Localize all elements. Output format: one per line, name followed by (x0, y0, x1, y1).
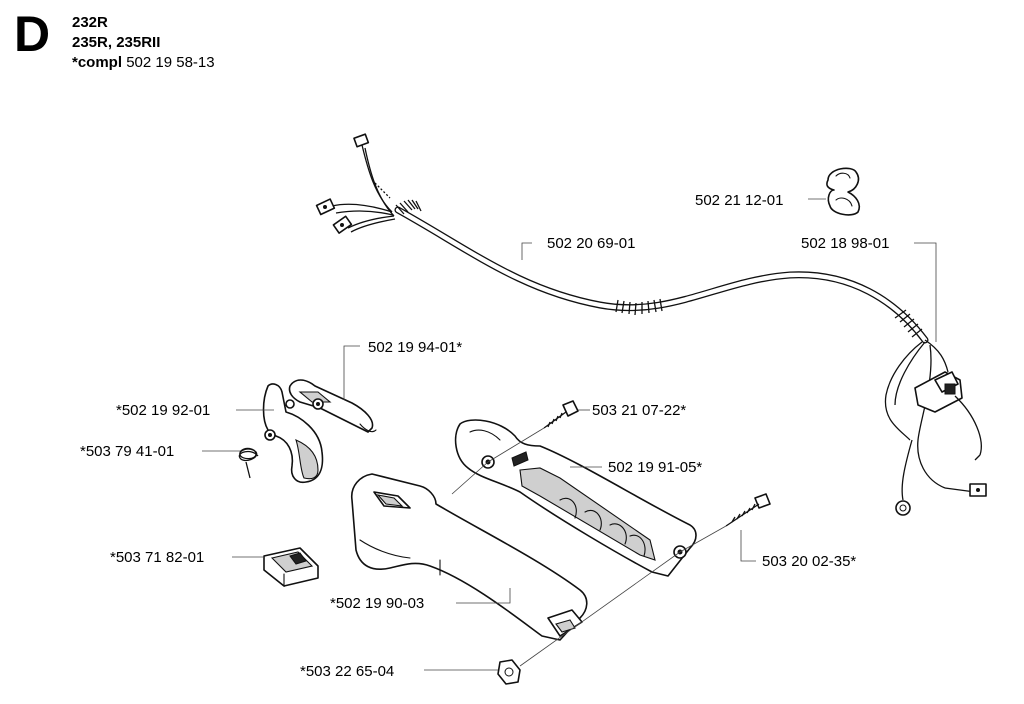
bolt-part[interactable] (725, 493, 771, 527)
screw-upper-part[interactable] (543, 400, 579, 429)
assembly-guide-lines (451, 427, 727, 667)
label-502-18-98-01[interactable]: 502 18 98-01 (801, 235, 889, 252)
nut-part[interactable] (497, 659, 521, 685)
complete-kit-line: *compl 502 19 58-13 (72, 53, 215, 73)
compl-prefix: *compl (72, 54, 123, 71)
throttle-lever-part[interactable] (288, 379, 377, 433)
label-503-22-65-04[interactable]: *503 22 65-04 (300, 663, 394, 680)
label-502-19-92-01[interactable]: *502 19 92-01 (116, 402, 210, 419)
label-502-19-94-01[interactable]: 502 19 94-01* (368, 339, 462, 356)
label-503-21-07-22[interactable]: 503 21 07-22* (592, 402, 686, 419)
spring-part[interactable] (238, 447, 259, 479)
models-line-1: 232R (72, 14, 108, 31)
model-header: 232R 235R, 235RII *compl 502 19 58-13 (72, 13, 215, 73)
handle-half-left-part[interactable] (350, 473, 588, 641)
models-line-2: 235R, 235RII (72, 34, 161, 51)
label-503-20-02-35[interactable]: 503 20 02-35* (762, 553, 856, 570)
stop-switch-part[interactable] (263, 547, 319, 588)
label-502-20-69-01[interactable]: 502 20 69-01 (547, 235, 635, 252)
leader-lines (202, 198, 937, 671)
label-503-71-82-01[interactable]: *503 71 82-01 (110, 549, 204, 566)
label-503-79-41-01[interactable]: *503 79 41-01 (80, 443, 174, 460)
label-502-19-90-03[interactable]: *502 19 90-03 (330, 595, 424, 612)
cable-clip-part[interactable] (826, 167, 861, 216)
label-502-21-12-01[interactable]: 502 21 12-01 (695, 192, 783, 209)
section-letter: D (14, 6, 51, 62)
throttle-trigger-part[interactable] (262, 383, 324, 484)
label-502-19-91-05[interactable]: 502 19 91-05* (608, 459, 702, 476)
throttle-cable-assembly[interactable] (315, 133, 987, 516)
compl-number: 502 19 58-13 (126, 54, 215, 71)
handle-half-right-part[interactable] (454, 419, 697, 577)
